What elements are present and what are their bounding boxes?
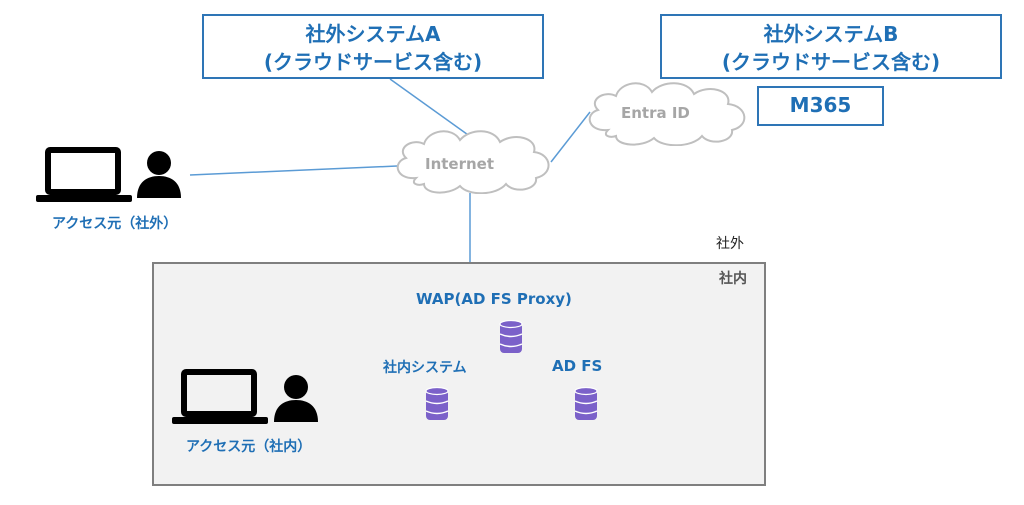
m365-label: M365	[789, 93, 852, 117]
external-access-label: アクセス元（社外）	[52, 216, 178, 232]
user-icon	[137, 151, 181, 198]
external-system-b-box: 社外システムB (クラウドサービス含む)	[660, 14, 1002, 79]
line-system-a-internet	[389, 78, 472, 138]
system-b-subtitle: (クラウドサービス含む)	[721, 50, 941, 74]
system-a-subtitle: (クラウドサービス含む)	[263, 50, 483, 74]
external-system-a-box: 社外システムA (クラウドサービス含む)	[202, 14, 544, 79]
database-icon	[425, 387, 449, 420]
internal-zone-label: 社内	[719, 271, 747, 287]
external-zone-label: 社外	[716, 236, 744, 252]
line-external-internet	[189, 165, 398, 176]
internet-cloud-icon	[396, 130, 550, 194]
entra-id-label: Entra ID	[621, 104, 690, 122]
internet-label: Internet	[425, 155, 495, 173]
laptop-icon	[172, 369, 268, 424]
system-a-title: 社外システムA	[305, 22, 441, 46]
line-internet-entra	[550, 111, 591, 163]
internal-system-label: 社内システム	[383, 360, 467, 376]
m365-box: M365	[757, 86, 884, 126]
adfs-label: AD FS	[552, 357, 603, 375]
database-icon	[499, 320, 523, 353]
entra-cloud-icon	[588, 82, 746, 146]
internal-access-label: アクセス元（社内）	[186, 439, 312, 455]
laptop-icon	[36, 147, 132, 202]
system-b-title: 社外システムB	[763, 22, 899, 46]
database-icon	[574, 387, 598, 420]
wap-label: WAP(AD FS Proxy)	[416, 290, 572, 308]
user-icon	[274, 375, 318, 422]
